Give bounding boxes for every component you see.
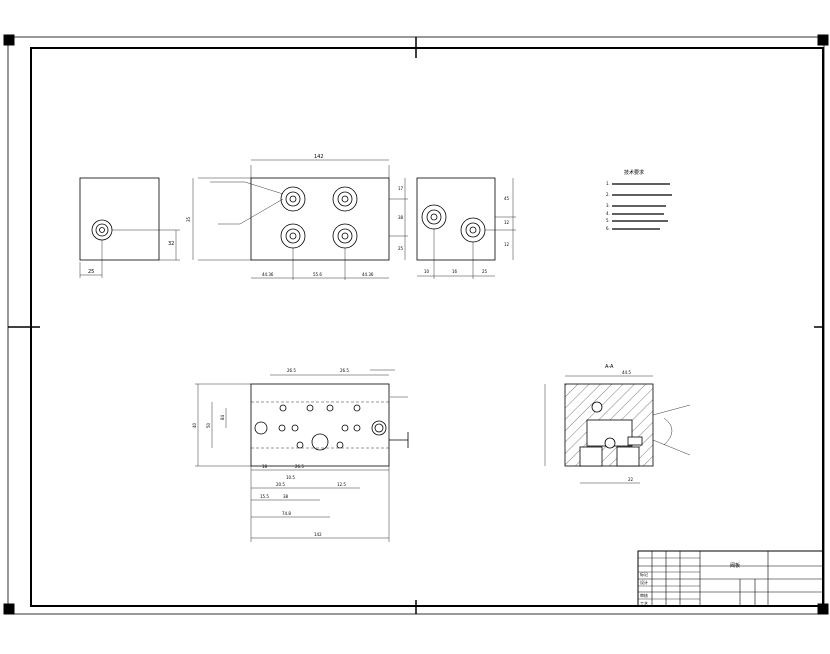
right-view-dim-b3: 25 xyxy=(482,269,488,274)
front-dim-10: 74.8 xyxy=(282,511,291,516)
front-dim-left1: 40 xyxy=(192,422,197,428)
section-dim-bottom: 22 xyxy=(628,477,634,482)
front-dim-left3: 84 xyxy=(220,414,225,420)
front-dim-8: 15.5 xyxy=(260,494,269,499)
section-title: A-A xyxy=(605,364,614,370)
right-view-dim-r3: 12 xyxy=(504,242,510,247)
front-dim-11: 142 xyxy=(314,532,322,537)
left-view xyxy=(79,177,180,278)
top-view-dim-left: 35 xyxy=(186,216,191,222)
left-view-dim-bottom: 25 xyxy=(88,269,94,275)
front-dim-7: 10.5 xyxy=(286,475,295,480)
sheet-frame xyxy=(3,34,829,615)
right-view-dim-b2: 16 xyxy=(452,269,458,274)
front-dim-4: 26.5 xyxy=(295,464,304,469)
title-block xyxy=(637,550,824,607)
front-dim-9: 38 xyxy=(283,494,289,499)
top-view-dim-r3: 25 xyxy=(398,246,404,251)
section-dim-top: 44.5 xyxy=(622,370,631,375)
title-block-row-2: 设计 xyxy=(640,579,648,585)
front-dim-left2: 50 xyxy=(206,422,211,428)
right-view xyxy=(416,177,516,279)
front-view xyxy=(195,369,409,542)
left-view-dim-right: 32 xyxy=(168,241,174,247)
note-line-5: 5. xyxy=(606,218,610,223)
section-view xyxy=(544,375,691,484)
top-view-dim-r1: 17 xyxy=(398,186,404,191)
top-view-dim-br: 44.36 xyxy=(362,272,374,277)
note-line-1: 1. xyxy=(606,181,610,186)
right-view-dim-r2: 12 xyxy=(504,220,510,225)
top-view-dim-bm: 55.6 xyxy=(313,272,322,277)
front-dim-5: 20.5 xyxy=(276,482,285,487)
title-block-row-4: 工艺 xyxy=(640,601,648,606)
technical-notes: 技术要求 1. 2. 3. 4. 5. 6. xyxy=(606,169,672,231)
note-line-4: 4. xyxy=(606,211,610,216)
title-block-row-1: 标记 xyxy=(640,571,648,577)
notes-title: 技术要求 xyxy=(624,169,644,176)
note-line-2: 2. xyxy=(606,192,610,197)
title-block-part-name: 阀板 xyxy=(730,562,740,569)
right-view-dim-b1: 10 xyxy=(424,269,430,274)
front-dim-1: 26.5 xyxy=(287,368,296,373)
right-view-dim-r1: 45 xyxy=(504,196,510,201)
top-view-dim-width: 142 xyxy=(314,154,324,160)
top-view xyxy=(192,159,408,280)
top-view-dim-bl: 44.36 xyxy=(262,272,274,277)
title-block-row-3: 审核 xyxy=(640,592,648,598)
top-view-dim-r2: 38 xyxy=(398,215,404,220)
front-dim-6: 12.5 xyxy=(337,482,346,487)
note-line-3: 3. xyxy=(606,203,610,208)
front-dim-2: 26.5 xyxy=(340,368,349,373)
note-line-6: 6. xyxy=(606,226,610,231)
front-dim-3: 18 xyxy=(262,464,268,469)
